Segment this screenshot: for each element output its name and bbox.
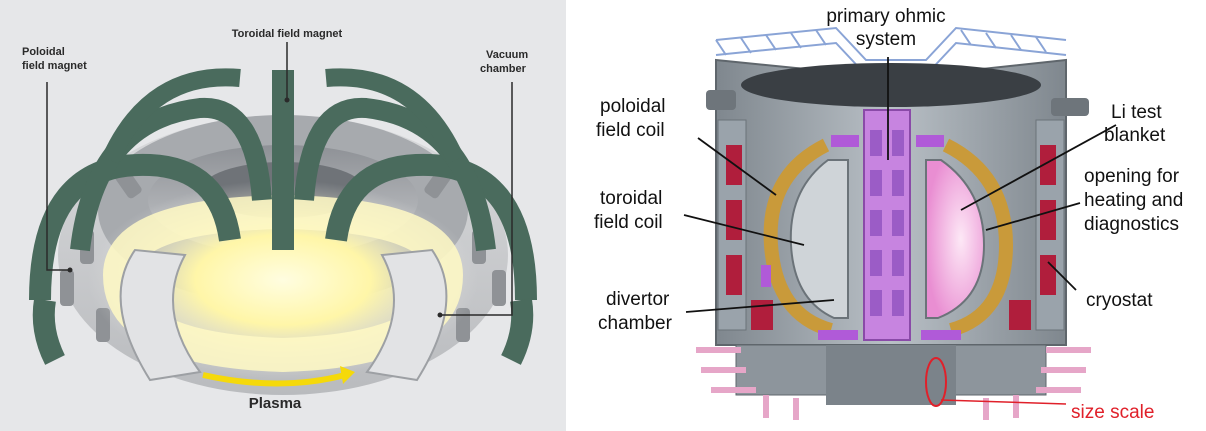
label-size-scale: size scale: [1071, 402, 1154, 423]
poloidal-coil-blocks: [726, 145, 1056, 330]
reactor-cutaway: primary ohmic system poloidal field coil…: [594, 6, 1183, 423]
label-poloidal-coil-line2: field coil: [596, 120, 665, 141]
purple-accents: [761, 135, 961, 340]
base-structure: [735, 344, 1047, 405]
label-poloidal-coil-line1: poloidal: [600, 96, 666, 117]
top-magnet-leg: [272, 70, 294, 250]
vacuum-vessel: [789, 159, 986, 319]
label-poloidal-field-magnet-line1: Poloidal: [22, 46, 65, 58]
label-toroidal-field-magnet: Toroidal field magnet: [232, 28, 343, 40]
cross-section-left: [119, 248, 202, 382]
label-li-blanket-line2: blanket: [1104, 125, 1166, 146]
label-li-blanket-line1: Li test: [1111, 102, 1162, 123]
label-vacuum-chamber-line1: Vacuum: [486, 49, 528, 61]
label-opening-line2: heating and: [1084, 190, 1183, 211]
label-vacuum-chamber-line2: chamber: [480, 63, 527, 75]
label-primary-ohmic-line1: primary ohmic: [826, 6, 945, 27]
reactor-cutaway-panel: primary ohmic system poloidal field coil…: [566, 0, 1206, 431]
label-cryostat: cryostat: [1086, 290, 1153, 311]
tokamak-schematic-panel: Toroidal field magnet Poloidal field mag…: [0, 0, 566, 431]
side-ports: [706, 90, 1089, 116]
size-scale-marker: [925, 357, 1067, 407]
toroidal-field-magnets: [29, 68, 537, 365]
cross-section-right: [365, 248, 448, 382]
label-toroidal-coil-line2: field coil: [594, 212, 663, 233]
plasma-flow-arrow: [202, 366, 355, 387]
leader-lines: [46, 42, 513, 316]
label-opening-line1: opening for: [1084, 166, 1180, 187]
label-plasma: Plasma: [249, 395, 302, 412]
leader-lines-right: [683, 57, 1117, 313]
label-primary-ohmic-line2: system: [856, 29, 916, 50]
tokamak-schematic: Toroidal field magnet Poloidal field mag…: [22, 28, 537, 412]
label-opening-line3: diagnostics: [1084, 214, 1179, 235]
label-poloidal-field-magnet-line2: field magnet: [22, 60, 87, 72]
plasma: [88, 180, 478, 380]
label-divertor-line2: chamber: [598, 313, 673, 334]
central-solenoid: [863, 109, 911, 341]
toroidal-field-coils: [763, 138, 1014, 337]
label-divertor-line1: divertor: [606, 289, 670, 310]
bottom-pipes: [696, 347, 1091, 420]
label-toroidal-coil-line1: toroidal: [600, 188, 662, 209]
